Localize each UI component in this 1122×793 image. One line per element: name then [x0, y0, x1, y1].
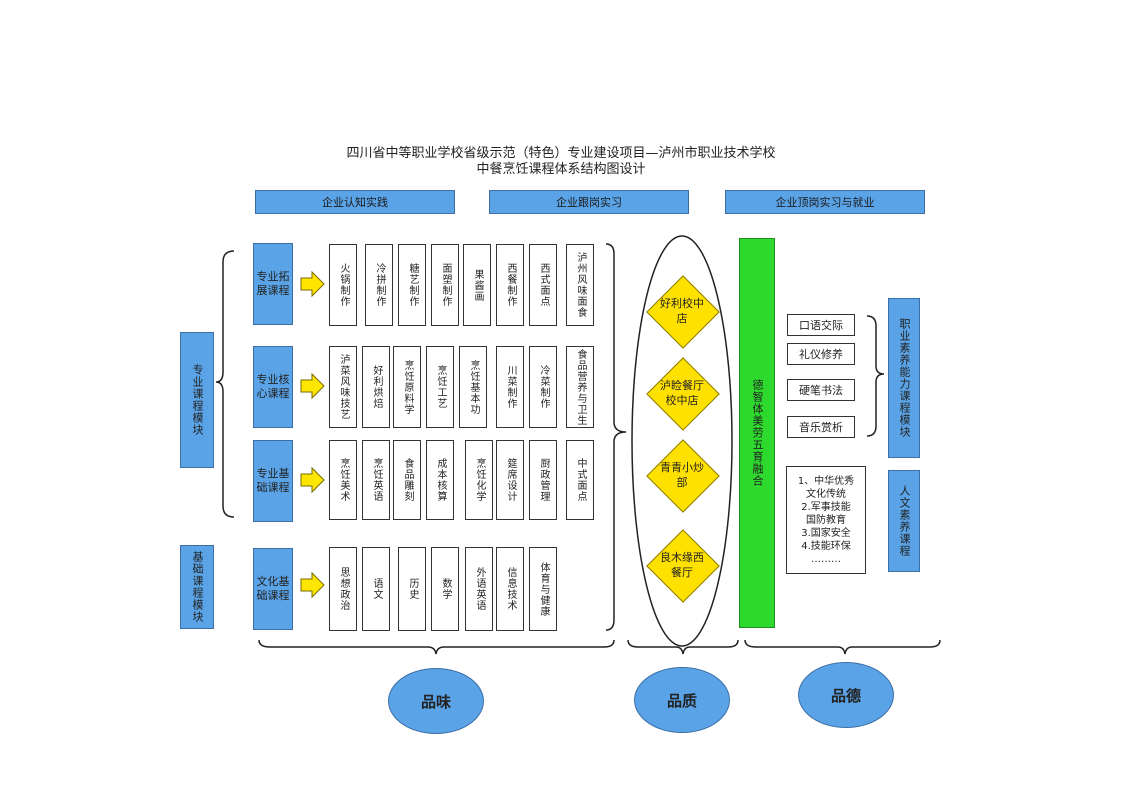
- left-brace: [215, 250, 235, 518]
- course-box: 厨政管理: [529, 440, 557, 520]
- skill-box: 礼仪修养: [787, 343, 855, 365]
- shop-diamond: 良木缘西餐厅: [644, 527, 720, 603]
- course-box: 信息技术: [496, 547, 524, 631]
- band-enterprise-follow-internship: 企业跟岗实习: [489, 190, 689, 214]
- virtue-ellipse: 品德: [798, 662, 894, 728]
- course-box: 数学: [431, 547, 459, 631]
- skill-box: 口语交际: [787, 314, 855, 336]
- humanities-line: 2.军事技能: [801, 502, 851, 513]
- course-box: 糖艺制作: [398, 244, 426, 326]
- course-box: 泸菜风味技艺: [329, 346, 357, 428]
- shop-label: 好利校中店: [660, 297, 704, 325]
- course-box: 历史: [398, 547, 426, 631]
- taste-ellipse: 品味: [388, 668, 484, 734]
- course-box: 体育与健康: [529, 547, 557, 631]
- humanities-list: 1、中华优秀 文化传统 2.军事技能 国防教育 3.国家安全 4.技能环保 ………: [786, 466, 866, 574]
- course-box: 成本核算: [426, 440, 454, 520]
- course-box: 烹饪工艺: [426, 346, 454, 428]
- skills-brace: [866, 315, 885, 437]
- title-line-2: 中餐烹饪课程体系结构图设计: [476, 162, 646, 177]
- course-box: 西式面点: [529, 244, 557, 326]
- right-brace: [605, 243, 627, 631]
- professional-quality-module: 职业素养能力课程模块: [888, 298, 920, 458]
- quality-ellipse: 品质: [634, 667, 730, 733]
- shop-diamond: 好利校中店: [644, 273, 720, 349]
- course-box: 烹饪基本功: [459, 346, 487, 428]
- course-box: 思想政治: [329, 547, 357, 631]
- skill-box: 硬笔书法: [787, 379, 855, 401]
- shop-diamond: 青青小炒部: [644, 437, 720, 513]
- humanities-line: 4.技能环保: [801, 541, 851, 552]
- title-line-1: 四川省中等职业学校省级示范（特色）专业建设项目—泸州市职业技术学校: [346, 146, 776, 161]
- bottom-brace-1: [258, 639, 615, 655]
- course-box: 果酱画: [463, 244, 491, 326]
- course-box: 筵席设计: [496, 440, 524, 520]
- humanities-line: 文化传统: [806, 489, 846, 500]
- module-professional-basic: 专业基础课程: [253, 440, 293, 522]
- course-box: 语文: [362, 547, 390, 631]
- bottom-brace-3: [744, 639, 941, 655]
- professional-course-module: 专业课程模块: [180, 332, 214, 468]
- course-box: 烹饪化学: [465, 440, 493, 520]
- arrow-row-3: [300, 466, 325, 494]
- shop-label: 青青小炒部: [660, 461, 704, 489]
- arrow-row-1: [300, 270, 325, 298]
- shop-label: 泸睑餐厅校中店: [660, 379, 704, 407]
- course-box: 面塑制作: [431, 244, 459, 326]
- course-box: 烹饪英语: [362, 440, 390, 520]
- course-box: 中式面点: [566, 440, 594, 520]
- course-box: 冷拼制作: [365, 244, 393, 326]
- course-box: 烹饪美术: [329, 440, 357, 520]
- shop-label: 良木缘西餐厅: [660, 551, 704, 579]
- course-box: 食品营养与卫生: [566, 346, 594, 428]
- humanities-line: 国防教育: [806, 515, 846, 526]
- module-professional-core: 专业核心课程: [253, 346, 293, 428]
- course-box: 外语英语: [465, 547, 493, 631]
- basic-course-module: 基础课程模块: [180, 545, 214, 629]
- course-box: 西餐制作: [496, 244, 524, 326]
- course-box: 川菜制作: [496, 346, 524, 428]
- module-professional-expansion: 专业拓展课程: [253, 243, 293, 325]
- humanities-line: 1、中华优秀: [797, 476, 855, 487]
- humanities-line: 3.国家安全: [801, 528, 851, 539]
- module-culture-basic: 文化基础课程: [253, 548, 293, 630]
- band-enterprise-placement-employment: 企业顶岗实习与就业: [725, 190, 925, 214]
- bottom-brace-2: [627, 639, 739, 655]
- humanities-module: 人文素养课程: [888, 470, 920, 572]
- shop-diamond: 泸睑餐厅校中店: [644, 355, 720, 431]
- course-box: 泸州风味面食: [566, 244, 594, 326]
- course-box: 食品雕刻: [393, 440, 421, 520]
- skill-box: 音乐赏析: [787, 416, 855, 438]
- course-box: 烹饪原料学: [393, 346, 421, 428]
- arrow-row-2: [300, 372, 325, 400]
- course-box: 好利烘焙: [362, 346, 390, 428]
- band-enterprise-cognition: 企业认知实践: [255, 190, 455, 214]
- arrow-row-4: [300, 571, 325, 599]
- humanities-line: ………: [811, 554, 841, 565]
- course-box: 冷菜制作: [529, 346, 557, 428]
- five-education-integration-bar: 德智体美劳五育融合: [739, 238, 775, 628]
- course-box: 火锅制作: [329, 244, 357, 326]
